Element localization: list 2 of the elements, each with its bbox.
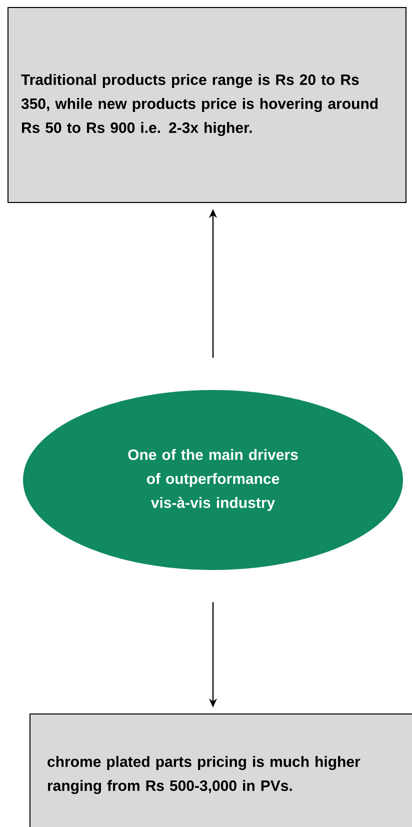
text-box: Traditional products price range is Rs 20 to Rs 350, while new products price is hovering around Rs 50 to Rs 900 i.e. 2-3x higher. <box>8 7 406 203</box>
text-box: chrome plated parts pricing is much higher ranging from Rs 500-3,000 in PVs. <box>30 714 412 827</box>
